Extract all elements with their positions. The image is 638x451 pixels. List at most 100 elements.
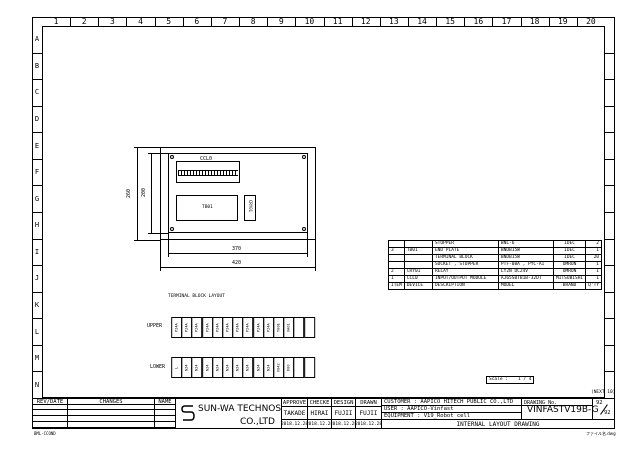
row-letter: I: [34, 247, 40, 256]
column-tick: [576, 17, 578, 26]
tb01-label: TB01: [202, 205, 213, 210]
row-tick: [605, 52, 615, 54]
bom-cell-item: ITEM: [388, 282, 405, 290]
column-tick: [492, 17, 494, 26]
column-number: 9: [278, 17, 284, 26]
column-tick: [295, 17, 297, 26]
bom-cell-device: TB01: [403, 247, 433, 255]
next-sheet-label: (NEXT 10): [591, 390, 616, 395]
column-number: 10: [304, 17, 315, 26]
rev-col-divider: [67, 404, 68, 429]
bom-cell-brand: MITSUBISHI: [553, 275, 587, 283]
rev-col-divider: [154, 404, 155, 429]
mount-hole: [302, 155, 306, 159]
row-tick: [605, 212, 615, 213]
row-tick: [32, 265, 42, 267]
row-tick: [32, 318, 42, 320]
bom-cell-qty: 1: [585, 268, 602, 276]
column-number: 18: [529, 17, 540, 26]
row-tick: [605, 318, 615, 320]
dim-line-width-inner: [168, 253, 308, 254]
row-tick: [32, 212, 42, 213]
sheet-number-top: 92: [596, 400, 603, 406]
column-tick: [126, 17, 128, 26]
terminal-spare: [293, 357, 305, 378]
row-letter: B: [34, 61, 40, 70]
row-tick: [605, 158, 615, 160]
column-tick: [351, 17, 353, 26]
row-tick: [605, 265, 615, 267]
dim-width-inner: 370: [232, 246, 242, 252]
column-tick: [154, 17, 156, 26]
bom-cell-brand: IDEC: [553, 254, 587, 262]
cabinet-backplate: [168, 153, 308, 233]
row-letter: L: [34, 327, 40, 336]
bom-cell-model: BNDB15W: [497, 247, 555, 255]
column-number: 15: [445, 17, 455, 26]
column-tick: [548, 17, 550, 26]
scale-box: [486, 376, 534, 384]
terminal-spare: [293, 317, 305, 338]
company-name-line1: SUN-WA TECHNOS: [198, 404, 282, 414]
bom-cell-description: STOPPER: [431, 240, 499, 248]
column-number: 7: [222, 17, 228, 26]
row-letter: G: [34, 194, 40, 203]
upper-label: UPPER: [147, 323, 163, 329]
bom-cell-description: INPUT/OUTPUT MODULE: [431, 275, 499, 283]
drawing-number: VINFASTV19B-G: [527, 405, 599, 415]
bom-cell-brand: OMRON: [553, 268, 587, 276]
lower-label: LOWER: [150, 364, 166, 370]
column-tick: [520, 17, 522, 26]
column-number: 20: [586, 17, 596, 26]
column-number: 2: [81, 17, 87, 26]
terminal-spare: [303, 317, 315, 338]
bom-cell-brand: BRAND: [553, 282, 587, 290]
dim-ext: [134, 147, 160, 148]
sheet-box: [592, 398, 615, 420]
dim-ext: [315, 240, 316, 271]
bom-cell-device: DEVICE: [403, 282, 433, 290]
bom-cell-model: MODEL: [497, 282, 555, 290]
bom-cell-brand: IDEC: [553, 247, 587, 255]
sheet-number-bottom: 92: [604, 410, 611, 416]
bom-cell-item: 3: [388, 247, 405, 255]
cabinet-outline: [160, 147, 316, 240]
bom-cell-device: [403, 261, 433, 269]
column-number: 1: [53, 17, 59, 26]
dim-ext: [307, 233, 308, 257]
row-letter: F: [34, 168, 40, 177]
rev-grid: [32, 404, 176, 429]
bom-cell-model: AJ65SBTB1B-32DT: [497, 275, 555, 283]
bom-cell-qty: 1: [585, 247, 602, 255]
row-tick: [32, 371, 42, 373]
row-letter: E: [34, 141, 40, 150]
dim-line-width-outer: [160, 267, 316, 268]
row-letter: H: [34, 221, 40, 230]
drawn-date: 2018.12.28: [355, 419, 382, 429]
row-tick: [605, 105, 615, 107]
bom-cell-item: [388, 254, 405, 262]
approve-name: TAKADE: [281, 406, 308, 420]
row-tick: [605, 185, 615, 187]
column-tick: [267, 17, 269, 26]
corner-left-filename: BML-CCOND: [34, 431, 56, 436]
row-tick: [32, 185, 42, 187]
row-tick: [605, 79, 615, 81]
row-tick: [32, 158, 42, 160]
column-tick: [436, 17, 438, 26]
dim-ext: [148, 233, 168, 234]
design-date: 2018.12.28: [331, 419, 356, 429]
company-name-line2: CO.,LTD: [240, 417, 275, 427]
column-tick: [210, 17, 212, 26]
bom-cell-description: DESCRIPTION: [431, 282, 499, 290]
mount-hole: [170, 155, 174, 159]
bom-cell-brand: OMRON: [553, 261, 587, 269]
column-number: 4: [138, 17, 143, 26]
row-tick: [32, 52, 42, 54]
terminal: N24: [242, 357, 254, 378]
tb01-terminal-block: [176, 195, 238, 221]
bom-cell-item: [388, 240, 405, 248]
